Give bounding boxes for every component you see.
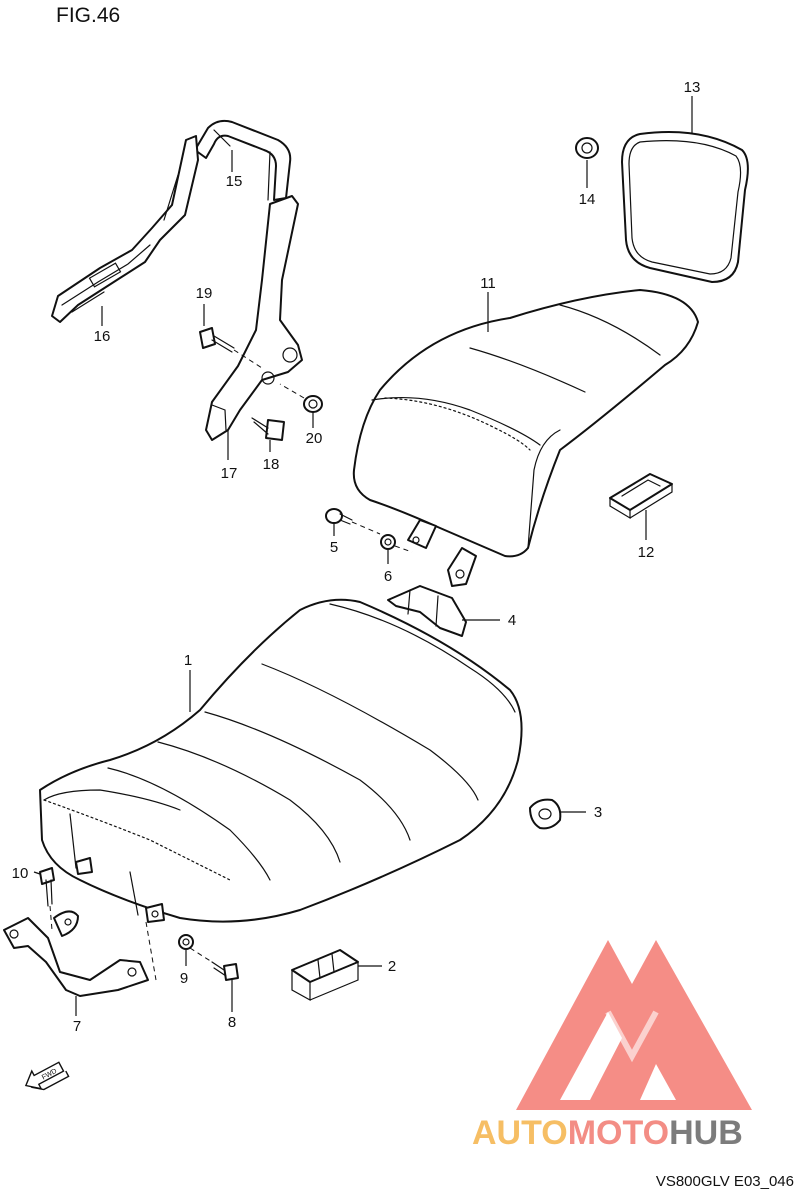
leader-lines [33,96,693,1016]
callout-15: 15 [226,173,243,190]
callout-12: 12 [638,544,655,561]
part-bolt-18 [251,417,285,441]
callout-numbers: 13 14 15 16 19 17 18 20 11 12 5 6 4 1 3 … [12,79,701,1035]
watermark-part1: AUTO [472,1114,568,1152]
part-bolt-19 [199,327,263,369]
part-nut-14 [575,137,599,159]
callout-1: 1 [184,652,192,669]
callout-4: 4 [508,612,516,629]
part-pad-12 [609,473,673,520]
callout-11: 11 [480,275,496,292]
watermark-part3: HUB [669,1114,743,1152]
part-bolt-5 [325,508,381,535]
callout-3: 3 [594,804,602,821]
part-bracket-4 [387,585,467,637]
dash-guide [145,921,157,981]
part-passenger-seat [352,289,699,587]
callout-17: 17 [221,465,238,482]
callout-20: 20 [306,430,323,447]
part-bolt-8 [211,961,239,981]
watermark-triangle-icon [516,940,752,1110]
callout-14: 14 [579,191,596,208]
watermark-part2: MOTO [568,1114,669,1152]
callout-9: 9 [180,970,188,987]
figure-title: FIG.46 [56,4,120,27]
callout-5: 5 [330,539,338,556]
callout-19: 19 [196,285,213,302]
callout-8: 8 [228,1014,236,1031]
part-backrest-frame [51,119,303,441]
callout-13: 13 [684,79,701,96]
part-washer-9 [178,934,213,963]
part-nut-20 [279,383,323,413]
drawing-code: VS800GLV E03_046 [656,1173,794,1190]
part-bracket-7 [3,910,149,997]
callout-2: 2 [388,958,396,975]
watermark-logo: AUTOMOTOHUB [472,940,752,1152]
fwd-arrow-icon: FWD [24,1061,70,1091]
part-bolt-10 [39,867,55,931]
part-washer-6 [380,534,413,553]
callout-7: 7 [73,1018,81,1035]
callout-18: 18 [263,456,280,473]
callout-6: 6 [384,568,392,585]
part-nut-3 [529,798,562,830]
callout-10: 10 [12,865,29,882]
part-block-2 [291,949,359,1002]
svg-text:AUTOMOTOHUB: AUTOMOTOHUB [472,1114,743,1152]
callout-16: 16 [94,328,111,345]
part-backrest-pad [621,131,749,283]
part-rider-seat [39,598,523,923]
